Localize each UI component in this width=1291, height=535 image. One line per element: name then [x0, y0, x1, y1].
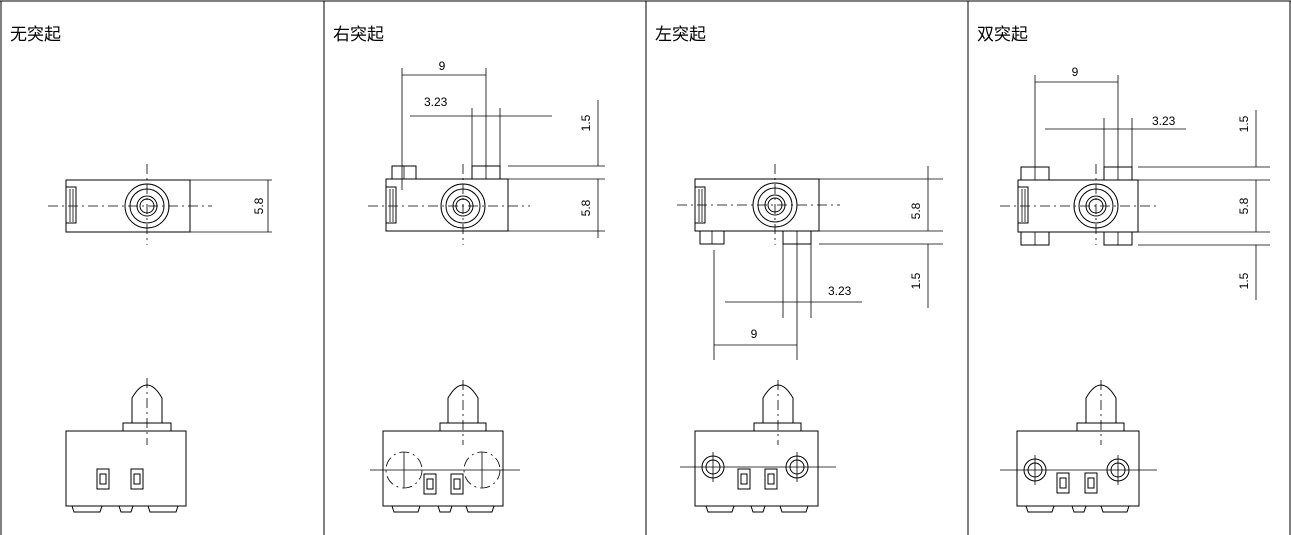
- panel-title-right: 右突起: [333, 25, 384, 45]
- panel-right-top-view: [368, 68, 605, 245]
- panel-left-front-view: [680, 380, 836, 513]
- dim-protrusion-top-p4: 1.5: [1237, 115, 1251, 132]
- dim-height-p2: 5.8: [579, 199, 593, 216]
- panel-none-top-view: [48, 164, 272, 245]
- panel-both-front-view: [1000, 380, 1157, 513]
- dim-height-p1: 5.8: [252, 197, 266, 214]
- panel-right-front-view: [370, 380, 520, 513]
- panel-both-top-view: [1000, 75, 1270, 300]
- panel-left-top-view: [677, 164, 943, 360]
- dim-pitch-p2: 9: [439, 59, 446, 73]
- dim-height-p4: 5.8: [1237, 197, 1251, 214]
- dim-height-p3: 5.8: [909, 202, 923, 219]
- dim-offset-p3: 3.23: [828, 284, 852, 298]
- panel-none-front-view: [65, 378, 187, 513]
- dim-protrusion-p2: 1.5: [579, 114, 593, 131]
- dim-pitch-p4: 9: [1072, 65, 1079, 79]
- dim-protrusion-bottom-p4: 1.5: [1237, 272, 1251, 289]
- dim-offset-p2: 3.23: [424, 95, 448, 109]
- dim-pitch-p3: 9: [751, 327, 758, 341]
- panel-title-left: 左突起: [655, 25, 706, 45]
- panel-title-none: 无突起: [10, 25, 61, 45]
- panel-title-both: 双突起: [977, 25, 1028, 45]
- dim-protrusion-p3: 1.5: [909, 272, 923, 289]
- dim-offset-p4: 3.23: [1152, 114, 1176, 128]
